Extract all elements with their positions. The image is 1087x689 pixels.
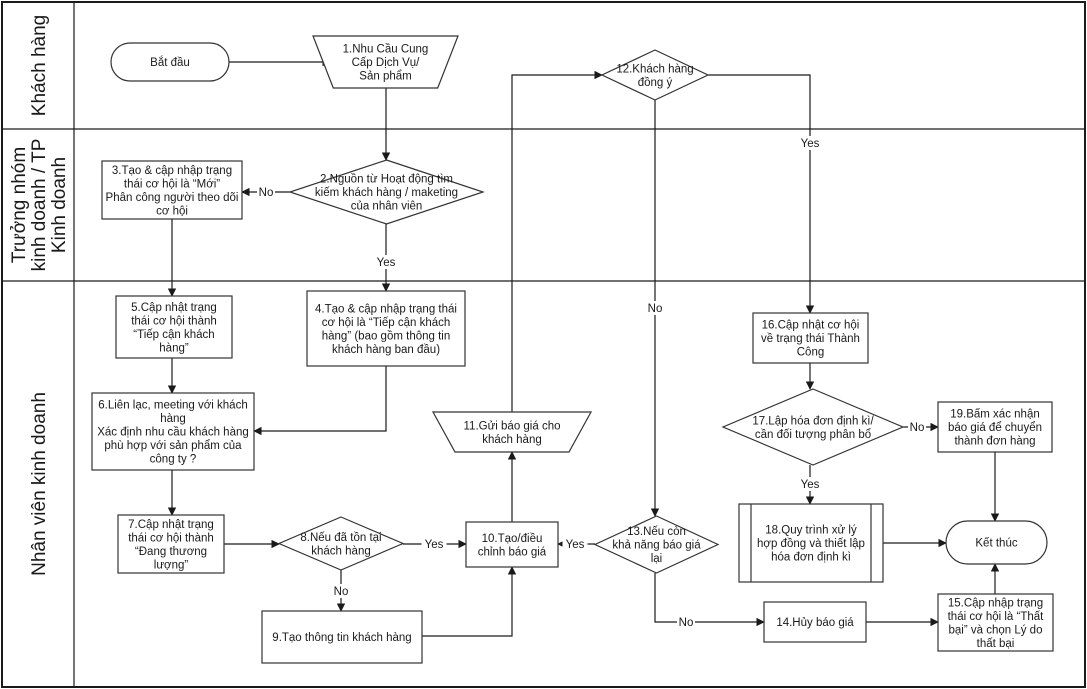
lane-lead: Trưởng nhómkinh doanh / TPKinh doanh [2,128,1085,272]
process-shape [115,295,233,359]
edge-n11-to-n12 [511,70,603,412]
edge-label-bg [257,185,275,199]
terminal-shape [110,42,230,82]
edge-label-yes: Yes [377,257,396,269]
decision-shape [277,516,405,571]
edge-n13-to-n14 [654,573,765,627]
manual-operation-shape [312,35,459,89]
edge-label-bg [332,584,350,598]
node-label: 9.Tạo thông tin khách hàng [272,632,411,644]
edge-label-no: No [679,617,694,629]
process-shape [937,401,1053,453]
edge-label-bg [677,615,695,629]
edge-label-no: No [259,187,274,199]
edge-label-bg [646,301,664,315]
edge-label-bg [373,255,399,269]
edge-label-yes: Yes [566,539,585,551]
node-end[interactable]: Kết thúc [945,520,1048,565]
edge-label-no: No [648,303,663,315]
node-label: 14.Hủy báo giá [776,617,854,629]
edge-n9-to-n10 [422,566,517,637]
lane-title: Trưởng nhómkinh doanh / TPKinh doanh [9,139,70,272]
decision-shape [721,388,905,466]
lane-title: Khách hàng [29,15,50,116]
predefined-process-shape [738,503,884,583]
process-shape [763,601,867,643]
decision-shape [600,49,710,101]
edge-label-yes: Yes [425,539,444,551]
decision-shape [288,159,485,225]
process-shape [261,610,423,664]
lane-customer: Khách hàng [29,15,50,116]
edge-label-bg [421,537,447,551]
lane-sales: Nhân viên kinh doanh [2,280,1085,576]
manual-operation-shape [431,411,593,453]
node-n14[interactable]: 14.Hủy báo giá [763,601,867,643]
node-label: Bắt đầu [150,56,190,69]
edge-label-no: No [334,586,349,598]
node-n9[interactable]: 9.Tạo thông tin khách hàng [261,610,423,664]
edge-label-bg [797,477,823,491]
edge-label-yes: Yes [801,479,820,491]
decision-shape [593,515,720,574]
edge-n4-to-n6 [253,366,387,436]
node-n17[interactable]: 17.Lập hóa đơn định kì/cần đối tượng phâ… [721,388,905,466]
process-shape [117,514,225,574]
edge-label-bg [908,420,926,434]
process-shape [101,160,243,220]
node-label: Kết thúc [975,538,1017,550]
process-shape [752,312,869,364]
process-shape [465,521,559,568]
edge-label-no: No [910,422,925,434]
process-shape [306,290,466,367]
node-start[interactable]: Bắt đầu [110,42,230,82]
edge-label-bg [562,537,588,551]
edge-n12-to-n16 [708,74,815,314]
lane-title: Nhân viên kinh doanh [29,392,50,576]
edge-label-bg [797,136,823,150]
edge-label-yes: Yes [801,138,820,150]
terminal-shape [945,520,1048,565]
node-label: 17.Lập hóa đơn định kì/cần đối tượng phâ… [752,415,874,441]
process-shape [91,392,255,471]
process-shape [937,593,1054,652]
